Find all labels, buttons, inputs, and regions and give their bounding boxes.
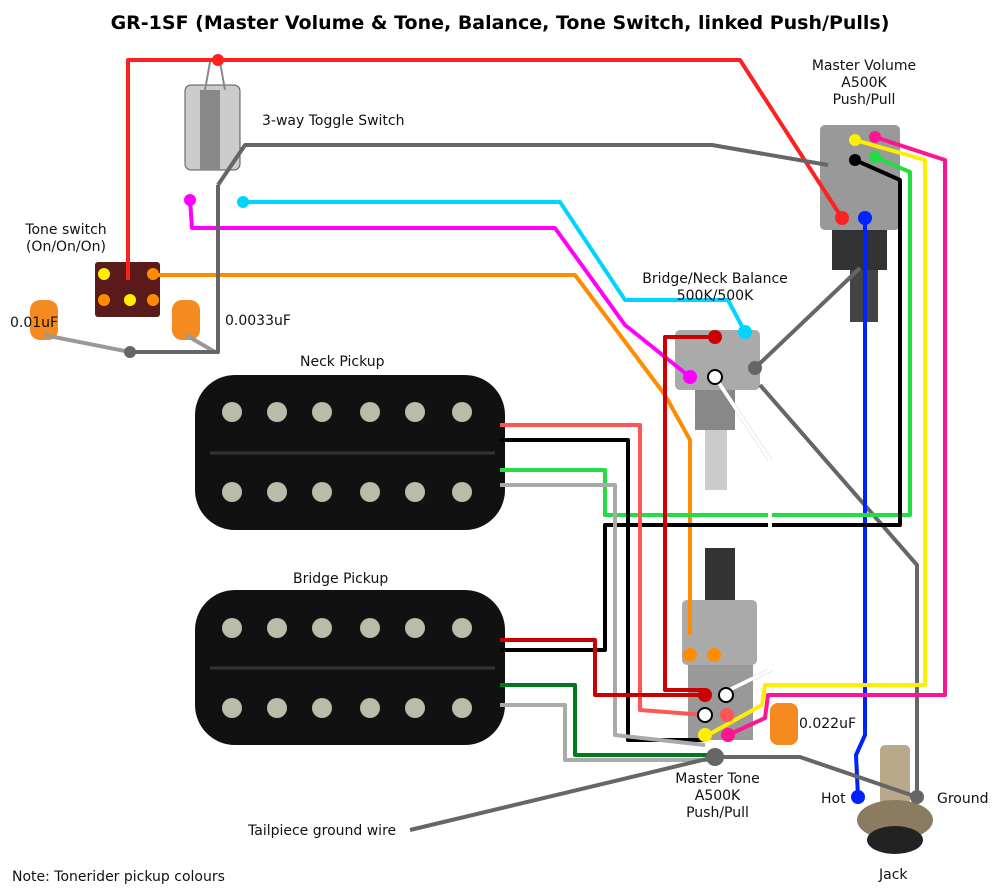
capacitor-0022uF (770, 703, 798, 745)
wire-cyan (243, 200, 747, 333)
diagram-title: GR-1SF (Master Volume & Tone, Balance, T… (110, 12, 890, 34)
wire-tailpiece (409, 755, 716, 832)
capacitor-00033uF (172, 300, 200, 340)
wire-yellow (707, 138, 927, 737)
hot-label: Hot (821, 791, 846, 807)
wire-red (126, 58, 844, 280)
bridge-pickup-label: Bridge Pickup (293, 571, 389, 587)
wire-neck-gray (500, 483, 706, 747)
master-volume-label: Master Volume A500K Push/Pull (800, 58, 928, 109)
wire-ground-jack (715, 755, 918, 799)
balance-label: Bridge/Neck Balance 500K/500K (630, 271, 800, 305)
tailpiece-label: Tailpiece ground wire (248, 823, 397, 839)
master-tone-pot (682, 548, 757, 740)
wire-gray-toggle (216, 143, 829, 187)
master-tone-label: Master Tone A500K Push/Pull (660, 771, 775, 822)
tone-switch-label-line1: Tone switch (25, 222, 107, 238)
master-volume-label-line2: A500K (841, 75, 887, 91)
capacitor-001uF (30, 300, 58, 340)
wire-tone-switch-gray (128, 185, 220, 354)
wire-darkred (663, 335, 715, 692)
wire-bridge-red (500, 638, 705, 697)
master-volume-label-line3: Push/Pull (832, 92, 896, 108)
wire-bridge-green (500, 683, 715, 757)
cap2-label: 0.0033uF (225, 313, 291, 329)
toggle-switch-label: 3-way Toggle Switch (262, 113, 405, 129)
wire-white-inner (713, 375, 772, 694)
solder-points (98, 54, 924, 804)
cap3-label: 0.022uF (799, 716, 857, 732)
ground-label: Ground (937, 791, 989, 807)
wire-green (500, 155, 912, 517)
balance-label-line1: Bridge/Neck Balance (642, 271, 788, 287)
wire-neck-red (500, 423, 706, 717)
master-volume-label-line1: Master Volume (811, 58, 917, 74)
master-tone-label-line3: Push/Pull (686, 805, 749, 821)
note-label: Note: Tonerider pickup colours (12, 869, 225, 885)
master-tone-label-line1: Master Tone (675, 771, 760, 787)
neck-pickup-label: Neck Pickup (300, 354, 385, 370)
toggle-switch (184, 61, 241, 171)
tone-switch (95, 262, 160, 317)
tone-switch-label-line2: (On/On/On) (25, 239, 107, 255)
wire-pink (727, 135, 947, 737)
tone-switch-label: Tone switch (On/On/On) (10, 222, 122, 256)
balance-label-line2: 500K/500K (676, 288, 754, 304)
wire-gray-vol-balance (753, 266, 862, 370)
wire-bridge-gray (500, 703, 715, 762)
neck-pickup (195, 375, 505, 530)
balance-pot (675, 330, 760, 490)
jack-label: Jack (879, 867, 908, 883)
output-jack (857, 745, 933, 854)
wire-gray-ground (758, 383, 919, 797)
bridge-pickup (195, 590, 505, 745)
master-tone-label-line2: A500K (694, 788, 741, 804)
wire-black (500, 158, 902, 652)
cap1-label: 0.01uF (10, 315, 59, 331)
wire-magenta (188, 199, 692, 379)
